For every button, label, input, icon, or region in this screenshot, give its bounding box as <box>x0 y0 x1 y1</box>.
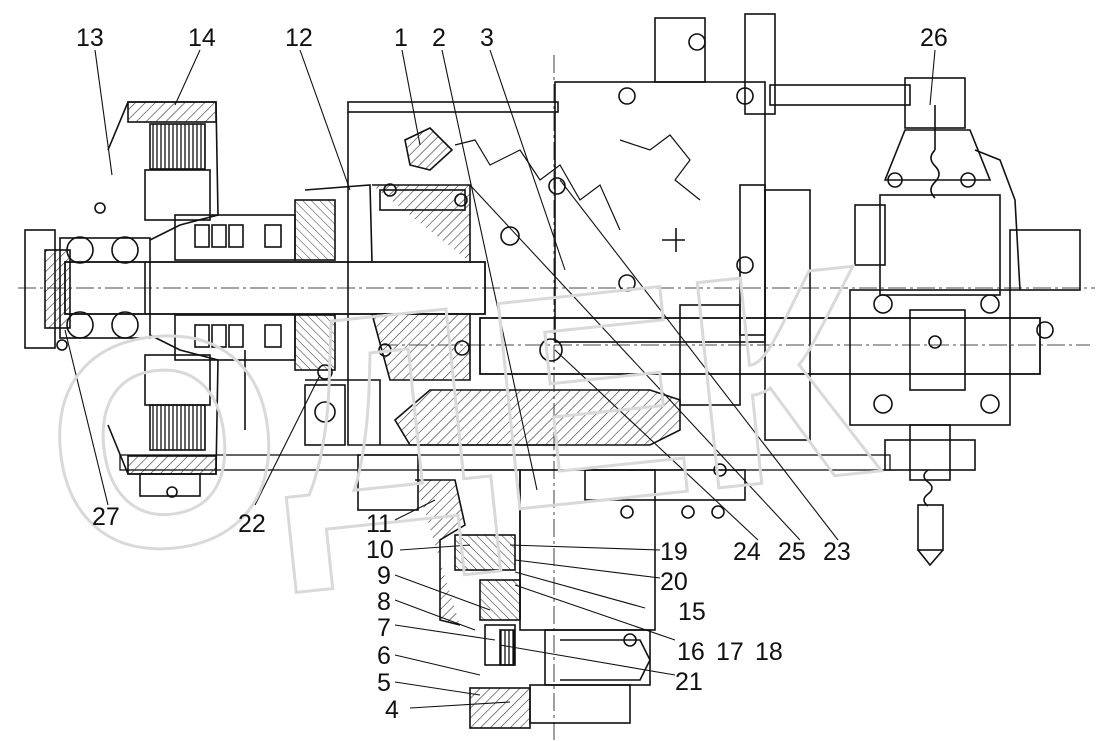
callout-15: 15 <box>678 598 706 626</box>
callout-26: 26 <box>920 24 948 52</box>
callout-11: 11 <box>366 510 392 538</box>
callout-5: 5 <box>377 669 391 697</box>
callout-27: 27 <box>92 503 120 531</box>
callout-10: 10 <box>366 536 394 564</box>
callout-18: 18 <box>755 638 783 666</box>
watermark-text: ОДЕК <box>31 200 892 621</box>
callout-4: 4 <box>385 696 399 724</box>
callout-6: 6 <box>377 642 391 670</box>
callout-9: 9 <box>377 562 391 590</box>
callout-12: 12 <box>285 24 313 52</box>
callout-3: 3 <box>480 24 494 52</box>
callout-14: 14 <box>188 24 216 52</box>
callout-22: 22 <box>238 510 266 538</box>
callout-25: 25 <box>778 538 806 566</box>
callout-20: 20 <box>660 568 688 596</box>
callout-8: 8 <box>377 588 391 616</box>
callout-7: 7 <box>377 614 391 642</box>
callout-2: 2 <box>432 24 446 52</box>
callout-21: 21 <box>675 668 703 696</box>
callout-13: 13 <box>76 24 104 52</box>
callout-19: 19 <box>660 538 688 566</box>
callout-17: 17 <box>716 638 744 666</box>
callout-24: 24 <box>733 538 761 566</box>
callout-16: 16 <box>677 638 705 666</box>
callout-1: 1 <box>394 24 408 52</box>
callout-23: 23 <box>823 538 851 566</box>
